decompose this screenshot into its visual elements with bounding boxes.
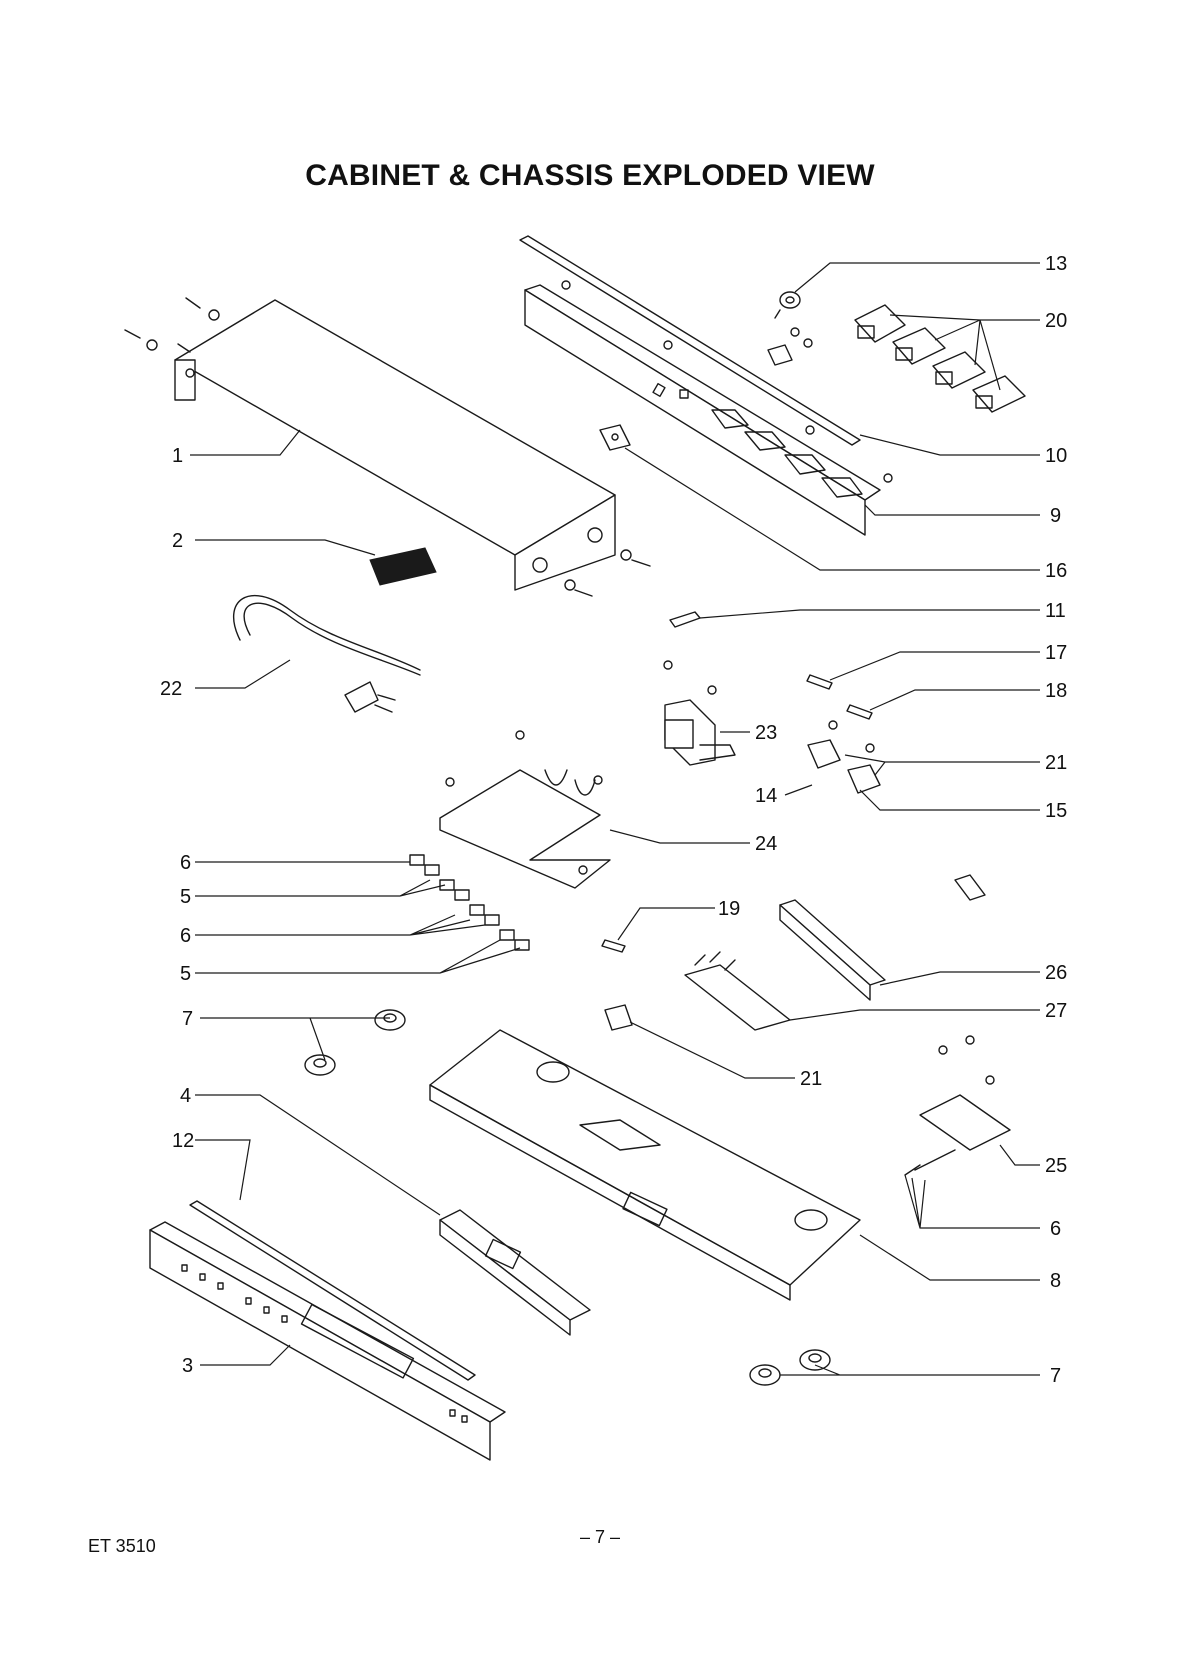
connector-part-16 bbox=[600, 425, 630, 450]
small-bar-part-11 bbox=[670, 612, 700, 627]
main-pcb-part bbox=[440, 731, 610, 888]
callout-5a: 5 bbox=[180, 886, 191, 908]
foot-part-7d bbox=[800, 1350, 830, 1370]
callout-21b: 21 bbox=[800, 1068, 822, 1090]
callout-4: 4 bbox=[180, 1085, 191, 1107]
speaker-terminal-20c bbox=[933, 352, 985, 388]
callout-5b: 5 bbox=[180, 963, 191, 985]
callout-14: 14 bbox=[755, 785, 777, 807]
callout-24: 24 bbox=[755, 833, 777, 855]
speaker-terminal-20b bbox=[893, 328, 945, 364]
callout-10: 10 bbox=[1045, 445, 1067, 467]
callout-22: 22 bbox=[160, 678, 182, 700]
callout-20: 20 bbox=[1045, 310, 1067, 332]
front-panel-part bbox=[150, 1222, 505, 1460]
page-title: CABINET & CHASSIS EXPLODED VIEW bbox=[305, 159, 875, 192]
callout-16: 16 bbox=[1045, 560, 1067, 582]
callout-15: 15 bbox=[1045, 800, 1067, 822]
callout-26: 26 bbox=[1045, 962, 1067, 984]
speaker-terminal-20a bbox=[855, 305, 905, 342]
callout-2: 2 bbox=[172, 530, 183, 552]
grommet-part bbox=[768, 292, 812, 365]
power-cord-part bbox=[234, 596, 420, 712]
terminal-pcb-part bbox=[685, 952, 790, 1030]
switch-part-21 bbox=[605, 1005, 632, 1030]
knob-set-part bbox=[410, 855, 529, 950]
callout-18: 18 bbox=[1045, 680, 1067, 702]
callout-6c: 6 bbox=[1050, 1218, 1061, 1240]
callout-27: 27 bbox=[1045, 1000, 1067, 1022]
fuse-holder-part-15 bbox=[848, 744, 880, 793]
callout-25: 25 bbox=[1045, 1155, 1067, 1177]
callout-23: 23 bbox=[755, 722, 777, 744]
callout-17: 17 bbox=[1045, 642, 1067, 664]
fuse-part-17 bbox=[807, 675, 832, 689]
bracket-part-26 bbox=[780, 875, 985, 1000]
fuse-part-18 bbox=[847, 705, 872, 719]
callout-8: 8 bbox=[1050, 1270, 1061, 1292]
callout-11: 11 bbox=[1045, 600, 1066, 622]
callout-7a: 7 bbox=[182, 1008, 193, 1030]
callout-6b: 6 bbox=[180, 925, 191, 947]
front-bracket-part bbox=[440, 1210, 590, 1335]
callout-12: 12 bbox=[172, 1130, 194, 1152]
callout-6a: 6 bbox=[180, 852, 191, 874]
callout-3: 3 bbox=[182, 1355, 193, 1377]
transformer-part bbox=[664, 661, 735, 765]
callout-19: 19 bbox=[718, 898, 740, 920]
label-card-part bbox=[370, 548, 436, 585]
speaker-terminal-20d bbox=[973, 376, 1025, 412]
model-number: ET 3510 bbox=[88, 1536, 156, 1556]
callout-13: 13 bbox=[1045, 253, 1067, 275]
callout-21a: 21 bbox=[1045, 752, 1067, 774]
fuse-part-19 bbox=[602, 940, 625, 952]
callout-9: 9 bbox=[1050, 505, 1061, 527]
callout-1: 1 bbox=[172, 445, 183, 467]
foot-part-7c bbox=[750, 1365, 780, 1385]
fuse-holder-part-14 bbox=[808, 721, 840, 768]
callout-7b: 7 bbox=[1050, 1365, 1061, 1387]
sub-pcb-part bbox=[905, 1036, 1010, 1175]
page-number: – 7 – bbox=[580, 1527, 620, 1547]
foot-part-7b bbox=[305, 1055, 335, 1075]
foot-part-7a bbox=[375, 1010, 405, 1030]
